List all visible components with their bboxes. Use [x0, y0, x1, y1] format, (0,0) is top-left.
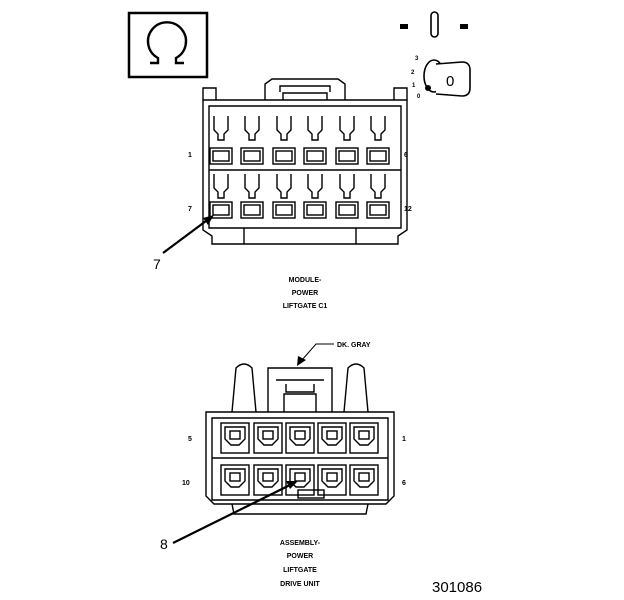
- c1-bottom-cavity-3: [272, 174, 296, 219]
- key-position-1: 1: [412, 83, 416, 89]
- c1-top-cavity-4: [303, 116, 327, 165]
- figure-number: 301086: [432, 579, 482, 596]
- callout-7-arrowhead: [203, 215, 214, 225]
- c1-pin-label-bottom-right: 12: [404, 206, 412, 213]
- ignition-switch-icon: [400, 11, 468, 38]
- drive-bottom-cavity-1: [220, 464, 250, 496]
- c1-label-line-3: LIFTGATE C1: [283, 303, 328, 310]
- c1-label: MODULE- POWER LIFTGATE C1: [283, 277, 328, 310]
- c1-pin-label-top-right: 6: [404, 152, 408, 159]
- drive-top-cavity-1: [220, 422, 250, 454]
- drive-pin-label-bottom-right: 6: [402, 480, 406, 487]
- c1-bottom-cavity-1: [209, 174, 233, 219]
- key-position-0: 0: [417, 94, 421, 100]
- drive-pin-label-top-left: 5: [188, 436, 192, 443]
- callout-7: 7: [153, 256, 161, 272]
- c1-bottom-cavity-5: [335, 174, 359, 219]
- drive-top-cavity-2: [253, 422, 283, 454]
- c1-pin-label-bottom-left: 7: [188, 206, 192, 213]
- drive-label-line-3: LIFTGATE: [283, 567, 317, 574]
- drive-unit-label: ASSEMBLY- POWER LIFTGATE DRIVE UNIT: [280, 540, 321, 588]
- c1-top-cavity-5: [335, 116, 359, 165]
- drive-label-line-2: POWER: [287, 553, 313, 560]
- ohmmeter-icon: [127, 11, 209, 79]
- drive-top-cavity-5: [349, 422, 379, 454]
- c1-label-line-2: POWER: [292, 290, 318, 297]
- c1-bottom-cavity-4: [303, 174, 327, 219]
- connector-drive-unit: [205, 363, 395, 515]
- drive-pin-label-bottom-left: 10: [182, 480, 190, 487]
- c1-label-line-1: MODULE-: [289, 277, 322, 284]
- drive-top-cavity-4: [317, 422, 347, 454]
- c1-bottom-cavity-6: [366, 174, 390, 219]
- wire-label-group: DK. GRAY: [297, 342, 371, 366]
- key-position-3: 3: [415, 56, 419, 62]
- c1-bottom-row-cavities: [209, 174, 390, 219]
- drive-top-row-cavities: [220, 422, 379, 454]
- drive-bottom-cavity-4: [317, 464, 347, 496]
- drive-bottom-cavity-5: [349, 464, 379, 496]
- drive-label-line-1: ASSEMBLY-: [280, 540, 321, 547]
- callout-8: 8: [160, 536, 168, 552]
- callout-7-leader: [162, 217, 211, 254]
- callout-8-arrowhead: [286, 481, 298, 489]
- drive-pin-label-top-right: 1: [402, 436, 406, 443]
- c1-bottom-cavity-2: [240, 174, 264, 219]
- c1-top-row-cavities: [209, 116, 390, 165]
- drive-label-line-4: DRIVE UNIT: [280, 581, 320, 588]
- wire-label: DK. GRAY: [337, 342, 371, 349]
- callout-8-leader: [172, 483, 293, 544]
- connector-c1: [202, 78, 408, 245]
- ignition-key-icon: 0 3 2 1 0: [411, 56, 471, 100]
- drive-top-cavity-3: [285, 422, 315, 454]
- key-position-2: 2: [411, 70, 415, 76]
- drive-bottom-cavity-3: [285, 464, 315, 496]
- c1-top-cavity-2: [240, 116, 264, 165]
- c1-top-cavity-1: [209, 116, 233, 165]
- c1-top-cavity-3: [272, 116, 296, 165]
- c1-pin-label-top-left: 1: [188, 152, 192, 159]
- c1-top-cavity-6: [366, 116, 390, 165]
- key-current-position: 0: [446, 73, 454, 90]
- drive-bottom-row-cavities: [220, 464, 379, 496]
